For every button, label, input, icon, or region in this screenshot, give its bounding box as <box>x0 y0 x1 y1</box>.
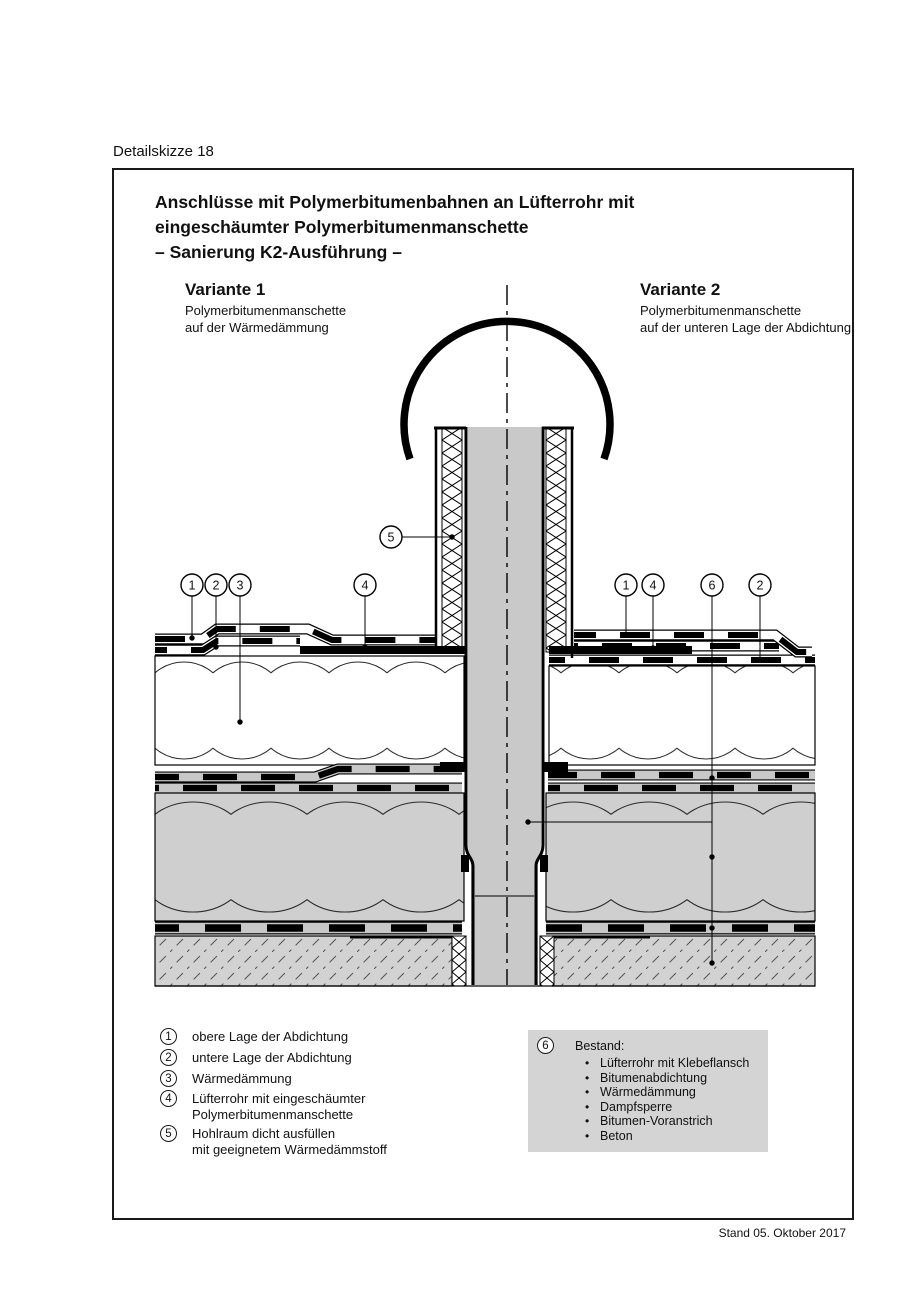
callout-right-2: 2 <box>748 573 772 597</box>
bullet-icon: • <box>585 1056 590 1070</box>
bestand-item: • Wärmedämmung <box>585 1085 696 1100</box>
svg-text:2: 2 <box>213 579 220 593</box>
svg-text:4: 4 <box>650 579 657 593</box>
pipe-sleeve-in-concrete <box>451 935 555 987</box>
legend-item-2: 2 untere Lage der Abdichtung <box>160 1049 352 1066</box>
drawing-title: Anschlüsse mit Polymerbitumenbahnen an L… <box>155 190 715 265</box>
bestand-list: • Lüfterrohr mit Klebeflansch • Bitumena… <box>537 1056 768 1144</box>
sleeve-outline <box>434 426 574 658</box>
pipe-walls <box>461 427 548 985</box>
variant1-subtitle: Polymerbitumenmanschette auf der Wärmedä… <box>185 303 347 335</box>
svg-text:4: 4 <box>362 579 369 593</box>
bullet-icon: • <box>585 1114 590 1129</box>
drawing-frame <box>112 168 854 1220</box>
callout-bubbles: 1 2 3 4 5 1 4 <box>180 525 772 597</box>
bestand-title: Bestand: <box>575 1039 625 1053</box>
callout-right-1: 1 <box>614 573 638 597</box>
callout-left-1: 1 <box>180 573 204 597</box>
legend-number-5: 5 <box>160 1125 177 1142</box>
existing-insulation-layer <box>154 792 816 922</box>
callout-left-5: 5 <box>379 525 403 549</box>
svg-text:3: 3 <box>237 579 244 593</box>
variant1-heading: Variante 1 <box>185 280 266 299</box>
vent-pipe <box>468 427 541 985</box>
svg-text:5: 5 <box>388 531 395 545</box>
bullet-icon: • <box>585 1085 590 1100</box>
callout-left-3: 3 <box>228 573 252 597</box>
bestand-item: • Lüfterrohr mit Klebeflansch <box>585 1056 750 1070</box>
new-membranes-variant2 <box>549 635 815 660</box>
vapour-barrier <box>155 928 815 939</box>
callout-left-2: 2 <box>204 573 228 597</box>
bestand-item: • Dampfsperre <box>585 1099 673 1114</box>
legend-number-6: 6 <box>537 1037 554 1054</box>
legend-number-4: 4 <box>160 1090 177 1107</box>
legend-number-2: 2 <box>160 1049 177 1066</box>
bestand-item: • Bitumen-Voranstrich <box>585 1114 713 1129</box>
title-line-3: – Sanierung K2-Ausführung – <box>155 242 402 262</box>
bestand-item: • Bitumenabdichtung <box>585 1070 708 1085</box>
bullet-icon: • <box>585 1128 590 1143</box>
existing-membranes <box>155 762 815 788</box>
document-label: Detailskizze 18 <box>113 143 214 160</box>
legend-item-1: 1 obere Lage der Abdichtung <box>160 1028 348 1045</box>
legend-number-3: 3 <box>160 1070 177 1087</box>
new-membranes-variant1 <box>155 629 465 650</box>
existing-flange-right <box>542 762 568 772</box>
legend-item-4: 4 Lüfterrohr mit eingeschäumter Polymerb… <box>160 1090 365 1122</box>
legend-number-1: 1 <box>160 1028 177 1045</box>
callout-left-4: 4 <box>353 573 377 597</box>
callout-right-4: 4 <box>641 573 665 597</box>
revision-date: Stand 05. Oktober 2017 <box>718 1226 846 1240</box>
variant2-heading: Variante 2 <box>640 280 721 299</box>
pipe-clamp-left <box>461 855 469 872</box>
variant2-subtitle: Polymerbitumenmanschette auf der unteren… <box>640 303 852 335</box>
svg-text:2: 2 <box>757 579 764 593</box>
bestand-item: • Beton <box>585 1128 633 1143</box>
legend-item-5: 5 Hohlraum dicht ausfüllen mit geeignete… <box>160 1125 387 1157</box>
svg-text:1: 1 <box>189 579 196 593</box>
bullet-icon: • <box>585 1099 590 1114</box>
existing-flange-left <box>440 762 466 772</box>
new-insulation-layer <box>154 655 816 766</box>
callout-dots <box>189 534 763 966</box>
callout-right-6: 6 <box>700 573 724 597</box>
bestand-box: 6 Bestand: • Lüfterrohr mit Klebeflansch… <box>528 1030 768 1152</box>
concrete-layer <box>154 935 816 987</box>
bullet-icon: • <box>585 1070 590 1085</box>
pipe-clamp-right <box>540 855 548 872</box>
svg-text:1: 1 <box>623 579 630 593</box>
title-line-1: Anschlüsse mit Polymerbitumenbahnen an L… <box>155 192 635 212</box>
bestand-header: 6 Bestand: <box>537 1037 768 1054</box>
svg-text:6: 6 <box>709 579 716 593</box>
title-line-2: eingeschäumter Polymerbitumenmanschette <box>155 217 529 237</box>
legend-item-3: 3 Wärmedämmung <box>160 1070 292 1087</box>
